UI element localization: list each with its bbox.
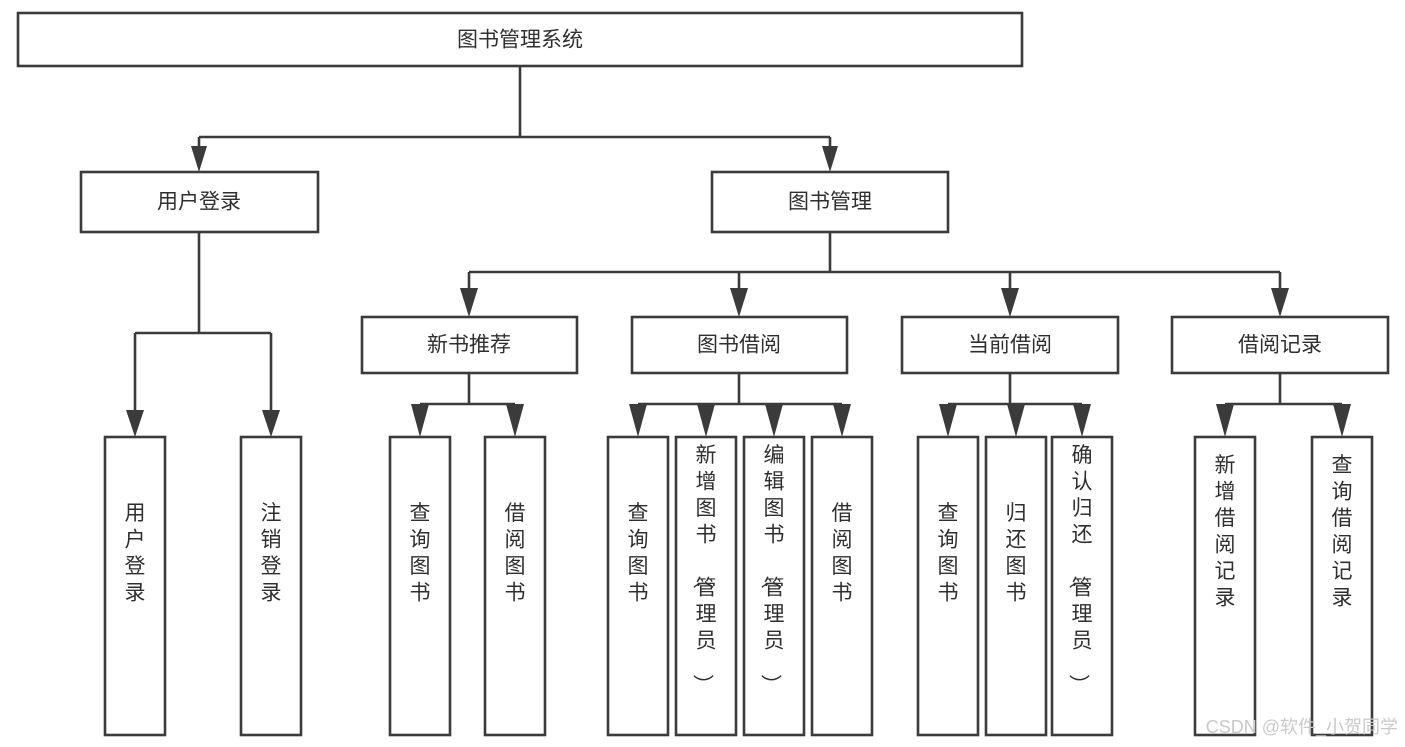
node-leaf-edit-book[interactable]: 编辑图书（管理员） <box>742 435 806 737</box>
node-leaf-query-book-3-box[interactable] <box>916 435 980 737</box>
node-leaf-return-book[interactable]: 归还图书 <box>984 435 1048 737</box>
node-leaf-add-book[interactable]: 新增图书（管理员） <box>674 435 738 737</box>
node-root-box[interactable] <box>16 11 1024 68</box>
node-root-label: 图书管理系统 <box>457 29 583 52</box>
node-leaf-query-record-label: 查询借阅记录 <box>1332 454 1353 610</box>
node-leaf-add-record-box[interactable] <box>1193 435 1257 737</box>
node-leaf-add-record[interactable]: 新增借阅记录 <box>1193 435 1257 737</box>
node-borrow-record-box[interactable] <box>1170 315 1390 375</box>
node-leaf-confirm-return-box[interactable] <box>1050 435 1114 737</box>
node-current-borrow-box[interactable] <box>900 315 1120 375</box>
arrow-head-leaf-return-book <box>1007 404 1025 437</box>
node-leaf-query-book-1-box[interactable] <box>388 435 452 737</box>
arrow-head-leaf-user-login <box>126 410 144 437</box>
node-user-login-box[interactable] <box>79 170 320 234</box>
arrow-head-current-borrow <box>1001 288 1019 317</box>
arrow-head-leaf-query-book-2 <box>629 404 647 437</box>
node-leaf-logout-login-box[interactable] <box>239 435 303 737</box>
node-leaf-confirm-return-label: 确认归还（管理员） <box>1067 444 1093 695</box>
node-leaf-logout-login-label: 注销登录 <box>261 502 282 605</box>
node-leaf-edit-book-box[interactable] <box>742 435 806 737</box>
node-leaf-borrow-book-1-label: 借阅图书 <box>505 502 526 605</box>
node-current-borrow-label: 当前借阅 <box>968 334 1052 357</box>
arrow-head-leaf-borrow-book-2 <box>833 404 851 437</box>
node-leaf-query-book-3-label: 查询图书 <box>938 502 959 605</box>
node-new-book-recommend-label: 新书推荐 <box>427 334 511 357</box>
node-leaf-user-login-box[interactable] <box>103 435 167 737</box>
arrow-head-book-borrow <box>730 288 748 317</box>
arrow-head-user-login <box>191 146 207 172</box>
arrow-head-leaf-confirm-return <box>1073 404 1091 437</box>
arrow-head-leaf-logout-login <box>262 410 280 437</box>
node-leaf-query-record-box[interactable] <box>1310 435 1374 737</box>
watermark-label: CSDN @软件_小贺同学 <box>1206 717 1398 738</box>
node-leaf-query-book-3[interactable]: 查询图书 <box>916 435 980 737</box>
node-leaf-query-book-2-box[interactable] <box>606 435 670 737</box>
node-leaf-logout-login[interactable]: 注销登录 <box>239 435 303 737</box>
node-user-login[interactable]: 用户登录 <box>79 170 320 234</box>
node-leaf-borrow-book-1[interactable]: 借阅图书 <box>483 435 547 737</box>
node-leaf-add-book-box[interactable] <box>674 435 738 737</box>
node-root[interactable]: 图书管理系统 <box>16 11 1024 68</box>
arrow-head-borrow-record <box>1271 288 1289 317</box>
node-new-book-recommend[interactable]: 新书推荐 <box>360 315 579 375</box>
arrow-head-leaf-add-book <box>697 404 715 437</box>
arrow-head-leaf-query-book-3 <box>939 404 957 437</box>
node-leaf-add-record-label: 新增借阅记录 <box>1215 454 1236 610</box>
node-leaf-query-book-2[interactable]: 查询图书 <box>606 435 670 737</box>
node-new-book-recommend-box[interactable] <box>360 315 579 375</box>
arrow-head-leaf-query-record <box>1333 404 1351 437</box>
node-leaf-borrow-book-1-box[interactable] <box>483 435 547 737</box>
node-leaf-add-book-label: 新增图书（管理员） <box>691 444 717 695</box>
arrow-head-leaf-edit-book <box>765 404 783 437</box>
arrow-head-leaf-borrow-book-1 <box>506 404 524 437</box>
node-book-borrow-box[interactable] <box>630 315 849 375</box>
connector-group <box>126 66 1351 437</box>
node-leaf-borrow-book-2[interactable]: 借阅图书 <box>810 435 874 737</box>
node-leaf-query-record[interactable]: 查询借阅记录 <box>1310 435 1374 737</box>
node-book-management-box[interactable] <box>710 170 950 234</box>
node-book-management-label: 图书管理 <box>788 191 872 214</box>
node-leaf-user-login[interactable]: 用户登录 <box>103 435 167 737</box>
arrow-head-leaf-query-book-1 <box>411 404 429 437</box>
node-leaf-query-book-1[interactable]: 查询图书 <box>388 435 452 737</box>
node-leaf-borrow-book-2-box[interactable] <box>810 435 874 737</box>
node-current-borrow[interactable]: 当前借阅 <box>900 315 1120 375</box>
node-book-borrow[interactable]: 图书借阅 <box>630 315 849 375</box>
node-book-management[interactable]: 图书管理 <box>710 170 950 234</box>
node-user-login-label: 用户登录 <box>157 191 241 214</box>
node-leaf-query-book-2-label: 查询图书 <box>628 502 649 605</box>
node-leaf-edit-book-label: 编辑图书（管理员） <box>759 444 785 695</box>
node-leaf-query-book-1-label: 查询图书 <box>410 502 431 605</box>
node-leaf-confirm-return[interactable]: 确认归还（管理员） <box>1050 435 1114 737</box>
node-leaf-return-book-box[interactable] <box>984 435 1048 737</box>
node-book-borrow-label: 图书借阅 <box>697 334 781 357</box>
node-borrow-record[interactable]: 借阅记录 <box>1170 315 1390 375</box>
arrow-head-leaf-add-record <box>1216 404 1234 437</box>
node-borrow-record-label: 借阅记录 <box>1238 334 1322 357</box>
arrow-head-new-book-recommend <box>460 288 478 317</box>
node-leaf-borrow-book-2-label: 借阅图书 <box>832 502 853 605</box>
node-leaf-user-login-label: 用户登录 <box>125 502 146 605</box>
arrow-head-book-management <box>822 146 838 172</box>
node-leaf-return-book-label: 归还图书 <box>1006 502 1027 605</box>
